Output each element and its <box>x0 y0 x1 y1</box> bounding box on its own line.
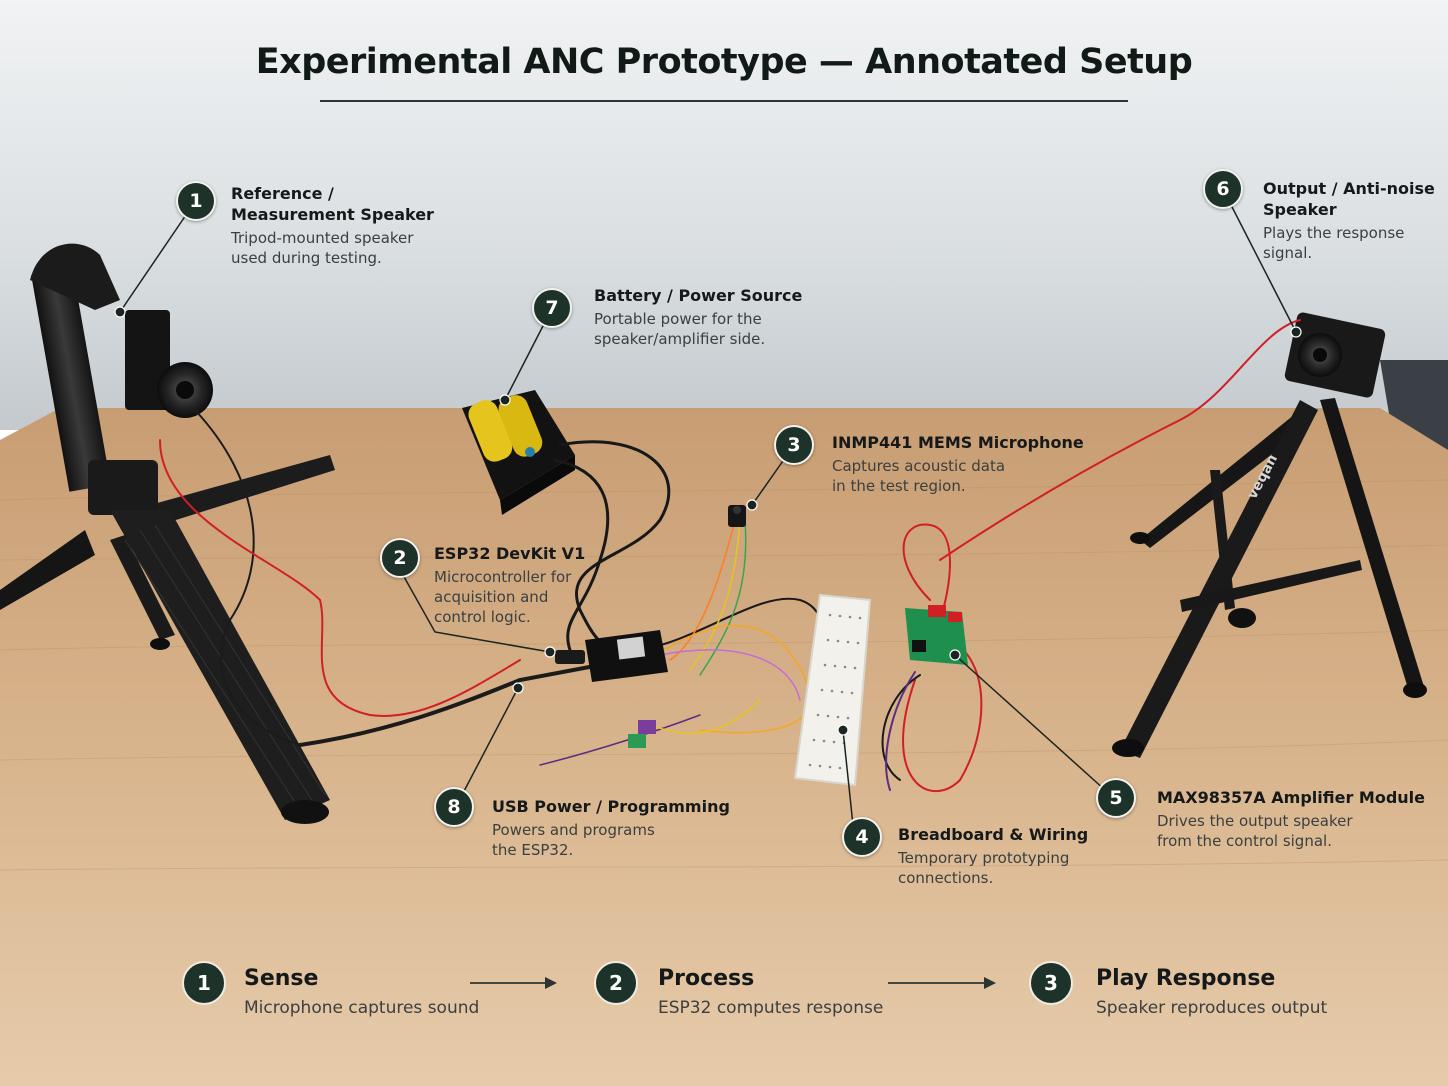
title-underline <box>320 100 1128 102</box>
mems-microphone <box>728 505 746 527</box>
callout-desc-6: Plays the response signal. <box>1263 224 1405 262</box>
callout-title-4: Breadboard & Wiring <box>898 825 1089 844</box>
table-surface <box>0 408 1448 1086</box>
flow-step-title-3: Play Response <box>1096 966 1276 991</box>
callout-badge-5: 5 <box>1096 778 1136 818</box>
callout-badge-8: 8 <box>434 787 474 827</box>
callout-desc-5: Drives the output speaker from the contr… <box>1157 812 1353 850</box>
callout-title-8: USB Power / Programming <box>492 797 730 816</box>
callout-badge-1: 1 <box>176 181 216 221</box>
callout-label-7: Battery / Power Source Portable power fo… <box>594 285 824 349</box>
flow-arrows <box>470 977 996 989</box>
callout-badge-2: 2 <box>380 538 420 578</box>
callout-title-7: Battery / Power Source <box>594 286 803 305</box>
page-title: Experimental ANC Prototype — Annotated S… <box>255 42 1193 82</box>
callout-badge-4: 4 <box>842 817 882 857</box>
battery-holder <box>462 390 575 515</box>
callout-label-3: INMP441 MEMS Microphone Captures acousti… <box>832 432 1092 496</box>
callout-title-5: MAX98357A Amplifier Module <box>1157 788 1425 807</box>
leader-dots <box>114 306 1302 736</box>
leader-lines <box>119 202 1297 826</box>
callout-badge-6: 6 <box>1203 169 1243 209</box>
flow-step-badge-2: 2 <box>594 961 638 1005</box>
flow-step-desc-1: Microphone captures sound <box>244 998 480 1018</box>
callout-title-3: INMP441 MEMS Microphone <box>832 433 1084 452</box>
wall-background <box>0 0 1448 430</box>
wiring <box>159 319 1301 793</box>
callout-title-6: Output / Anti-noise Speaker <box>1263 179 1435 219</box>
reference-speaker-tripod <box>0 243 335 824</box>
callout-desc-3: Captures acoustic data in the test regio… <box>832 457 1006 495</box>
flow-step-desc-2: ESP32 computes response <box>658 998 884 1018</box>
callout-label-6: Output / Anti-noise Speaker Plays the re… <box>1263 178 1438 263</box>
dark-corner <box>1380 360 1448 450</box>
callout-desc-4: Temporary prototyping connections. <box>898 849 1070 887</box>
callout-label-5: MAX98357A Amplifier Module Drives the ou… <box>1157 787 1432 851</box>
callout-badge-7: 7 <box>532 288 572 328</box>
flow-step-title-2: Process <box>658 966 755 991</box>
callout-desc-7: Portable power for the speaker/amplifier… <box>594 310 766 348</box>
callout-label-4: Breadboard & Wiring Temporary prototypin… <box>898 824 1098 888</box>
esp32-board <box>555 630 668 682</box>
callout-label-1: Reference / Measurement Speaker Tripod-m… <box>231 183 461 268</box>
flow-step-desc-3: Speaker reproduces output <box>1096 998 1328 1018</box>
callout-desc-1: Tripod-mounted speaker used during testi… <box>231 229 414 267</box>
callout-title-1: Reference / Measurement Speaker <box>231 184 434 224</box>
callout-badge-3: 3 <box>774 425 814 465</box>
flow-step-title-1: Sense <box>244 966 319 991</box>
jst-connector <box>638 720 656 734</box>
flow-step-badge-1: 1 <box>182 961 226 1005</box>
callout-title-2: ESP32 DevKit V1 <box>434 544 586 563</box>
callout-desc-8: Powers and programs the ESP32. <box>492 821 655 859</box>
jst-connector-2 <box>628 734 646 748</box>
callout-label-2: ESP32 DevKit V1 Microcontroller for acqu… <box>434 543 599 627</box>
output-speaker-tripod: veqan <box>1112 312 1427 758</box>
flow-step-badge-3: 3 <box>1029 961 1073 1005</box>
callout-label-8: USB Power / Programming Powers and progr… <box>492 796 732 860</box>
callout-desc-2: Microcontroller for acquisition and cont… <box>434 568 572 626</box>
